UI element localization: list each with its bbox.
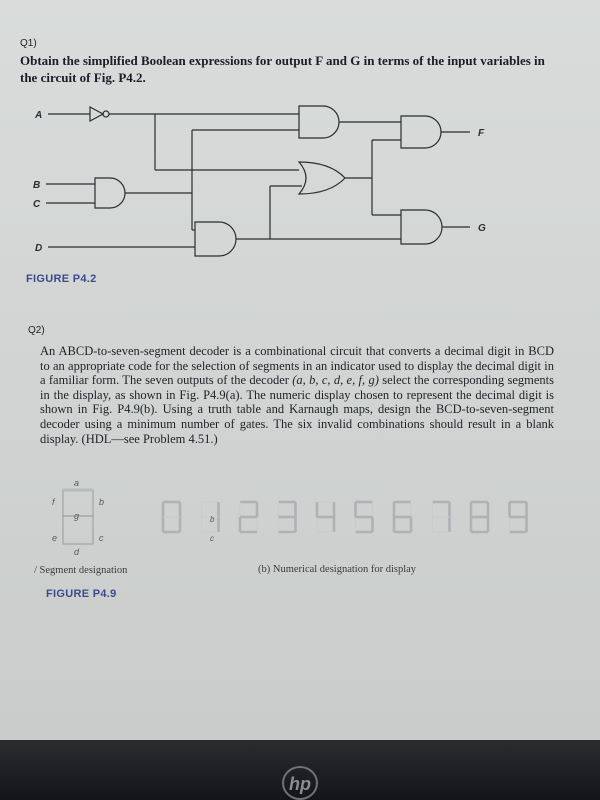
digit-5	[354, 500, 374, 534]
question-2-text: An ABCD-to-seven-segment decoder is a co…	[40, 344, 554, 446]
output-f-label: F	[478, 128, 485, 139]
segment-designation-caption: / Segment designation	[34, 565, 128, 576]
figure-p4-9-caption: FIGURE P4.9	[46, 588, 117, 600]
question-1-label: Q1)	[20, 38, 37, 49]
input-b-label: B	[33, 180, 40, 191]
segment-f-label: f	[52, 497, 56, 507]
logic-circuit-diagram: A B C D F G	[33, 105, 486, 257]
digit-4	[315, 501, 336, 533]
seven-segment-figure: a b c d e f g b c	[52, 478, 528, 557]
figure-p4-2-caption: FIGURE P4.2	[26, 273, 97, 285]
digit-8	[469, 500, 490, 534]
digit-3	[278, 500, 297, 534]
digit-1-label-c: c	[210, 534, 214, 543]
input-c-label: C	[33, 199, 41, 210]
segment-a-label: a	[74, 478, 79, 488]
numerical-designation-caption: (b) Numerical designation for display	[258, 564, 417, 575]
or-gate-middle	[297, 161, 346, 195]
question-2-text-part2: select the corresponding segments in the…	[40, 373, 554, 446]
digit-9	[508, 500, 528, 534]
digit-7	[432, 500, 451, 533]
question-2-segment-list: (a, b, c, d, e, f, g)	[292, 373, 379, 388]
segment-b-label: b	[99, 497, 104, 507]
segment-e-label: e	[52, 533, 57, 543]
segment-c-label: c	[99, 533, 104, 543]
digit-0	[161, 500, 182, 534]
not-gate	[89, 105, 105, 123]
digit-6	[392, 500, 413, 534]
segment-designation-diagram	[62, 488, 94, 545]
segment-d-label: d	[74, 547, 80, 557]
output-g-label: G	[478, 223, 486, 234]
digit-display-row	[161, 500, 528, 534]
question-1-text: Obtain the simplified Boolean expression…	[20, 53, 545, 85]
screen: Q1) Obtain the simplified Boolean expres…	[0, 0, 600, 740]
and-gate-f	[400, 115, 442, 149]
and-gate-g	[400, 209, 443, 245]
digit-1-label-b: b	[210, 515, 215, 524]
hp-logo: hp	[282, 766, 318, 800]
and-gate-top	[298, 105, 340, 139]
and-gate-bottom	[194, 221, 237, 257]
question-2-label: Q2)	[28, 325, 45, 336]
input-d-label: D	[35, 243, 42, 254]
input-a-label: A	[34, 110, 42, 121]
question-2-text-part1: An ABCD-to-seven-segment decoder is a co…	[40, 344, 554, 388]
digit-1	[201, 501, 220, 533]
and-gate-bc	[94, 177, 126, 209]
segment-g-label: g	[74, 511, 79, 521]
digit-2	[238, 500, 259, 534]
